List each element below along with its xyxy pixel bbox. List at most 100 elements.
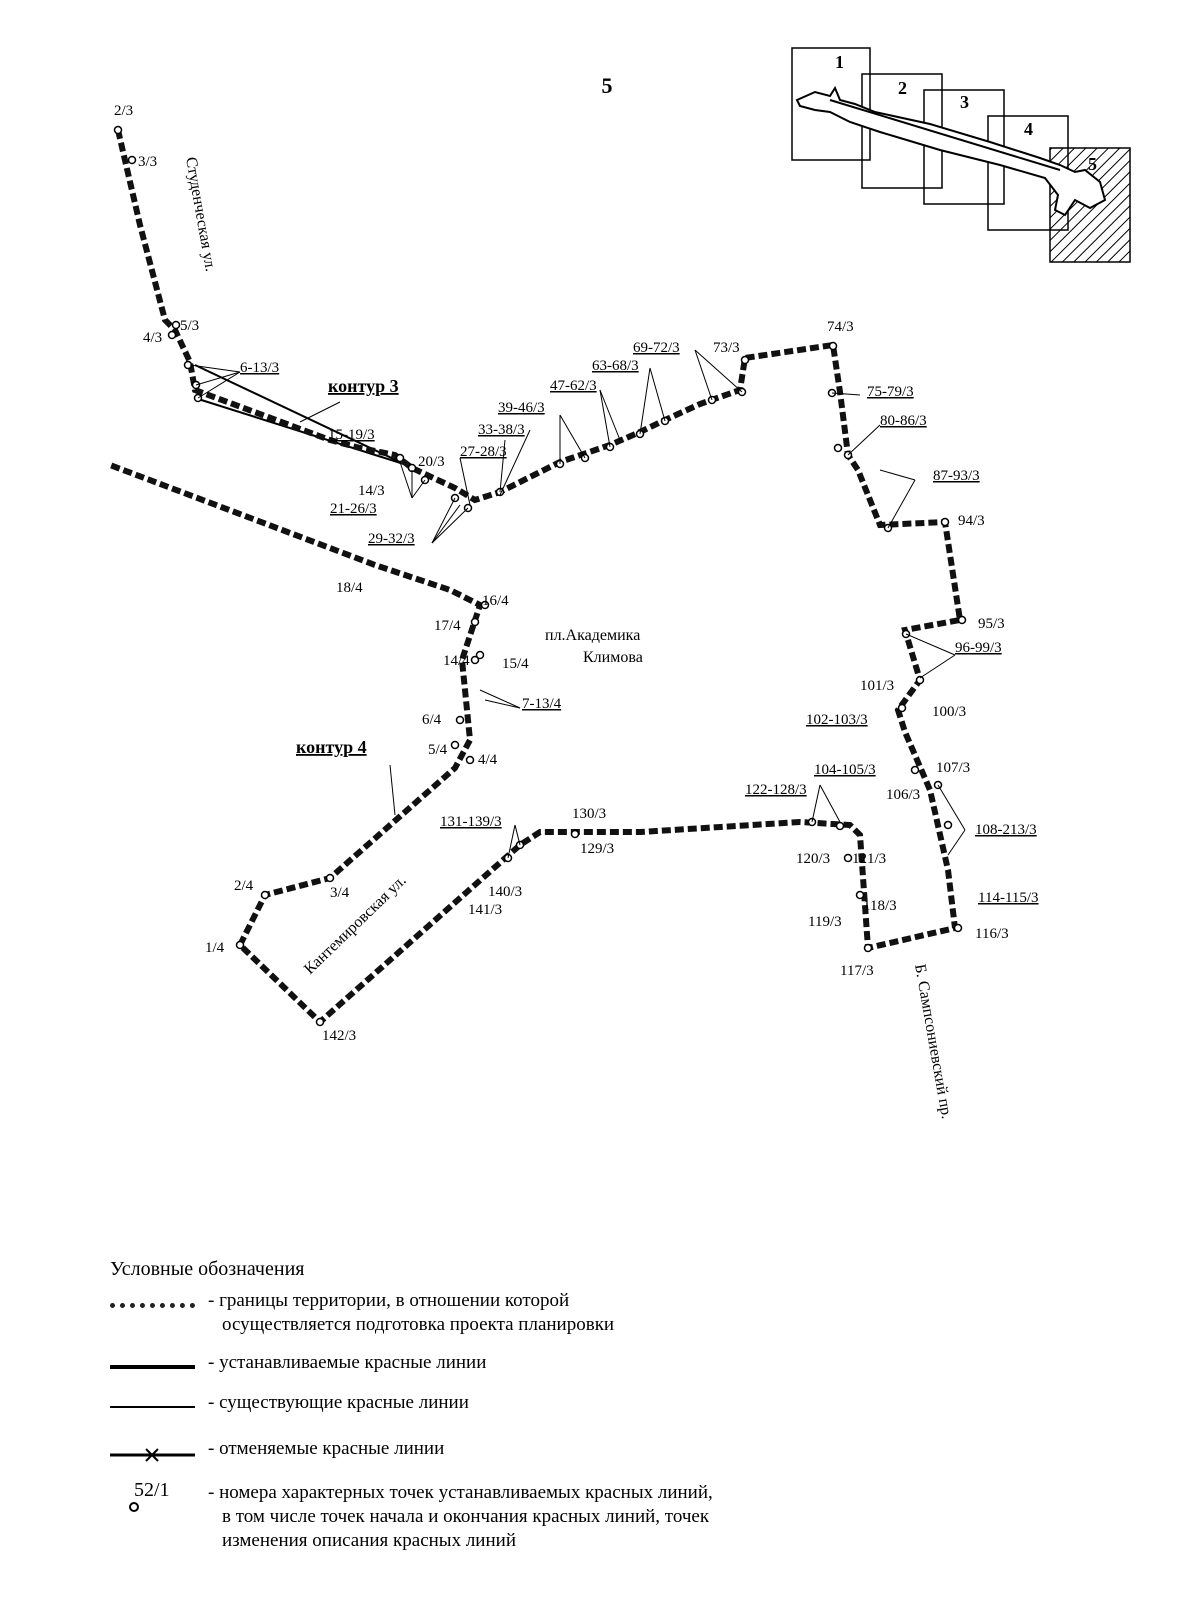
label-39-46-3: 39-46/3: [498, 400, 545, 416]
label-17-4: 17/4: [434, 618, 461, 634]
label-87-93-3: 87-93/3: [933, 468, 980, 484]
label-114-115-3: 114-115/3: [978, 890, 1039, 906]
label-102-103-3: 102-103/3: [806, 712, 868, 728]
label-75-79-3: 75-79/3: [867, 384, 914, 400]
label-74-3: 74/3: [827, 319, 854, 335]
label-6-4: 6/4: [422, 712, 442, 728]
label-5-4: 5/4: [428, 742, 448, 758]
index-sheet-1: 1: [835, 52, 844, 72]
label-129-3: 129/3: [580, 841, 614, 857]
point-number-symbol: 52/1: [129, 1479, 219, 1512]
label-96-99-3: 96-99/3: [955, 640, 1002, 656]
index-sheet-2: 2: [898, 78, 907, 98]
legend-text: - отменяемые красные линии: [208, 1438, 445, 1459]
street-kantemirovskaya: Кантемировская ул.: [301, 872, 410, 978]
label-104-105-3: 104-105/3: [814, 762, 876, 778]
planning-map: 5 1 2 3 4 5: [108, 47, 1131, 1121]
label-14-4: 14/4: [443, 653, 470, 669]
label-18-4: 18/4: [336, 580, 363, 596]
label-122-128-3: 122-128/3: [745, 782, 807, 798]
label-33-38-3: 33-38/3: [478, 422, 525, 438]
label-108-213-3: 108-213/3: [975, 822, 1037, 838]
contour-4-label: контур 4: [296, 737, 367, 757]
label-27-28-3: 27-28/3: [460, 444, 507, 460]
characteristic-points: [113, 125, 967, 1027]
label-117-3: 117/3: [840, 963, 874, 979]
label-142-3: 142/3: [322, 1028, 356, 1044]
label-47-62-3: 47-62/3: [550, 378, 597, 394]
label-141-3: 141/3: [468, 902, 502, 918]
contour-3-label: контур 3: [328, 376, 399, 396]
label-2-4: 2/4: [234, 878, 254, 894]
legend-item-existing-lines: - существующие красные линии: [110, 1391, 1010, 1437]
label-121-3: 121/3: [852, 851, 886, 867]
street-studencheskaya: Студенческая ул.: [182, 156, 219, 273]
label-80-86-3: 80-86/3: [880, 413, 927, 429]
point-labels: 2/3 3/3 4/3 5/3 6-13/3 15-19/3 14/3 20/3…: [114, 103, 1039, 1044]
label-130-3: 130/3: [572, 806, 606, 822]
label-120-3: 120/3: [796, 851, 830, 867]
cancelled-red-line-symbol: [110, 1447, 195, 1462]
label-100-3: 100/3: [932, 704, 966, 720]
index-sheet-3: 3: [960, 92, 969, 112]
legend-line: в том числе точек начала и окончания кра…: [222, 1506, 710, 1527]
label-4-3: 4/3: [143, 330, 162, 346]
label-94-3: 94/3: [958, 513, 985, 529]
label-3-3: 3/3: [138, 154, 157, 170]
label-21-26-3: 21-26/3: [330, 501, 377, 517]
square-name-line2: Климова: [583, 649, 643, 666]
existing-red-line-symbol: [110, 1406, 195, 1408]
label-15-19-3: 15-19/3: [328, 427, 375, 443]
label-140-3: 140/3: [488, 884, 522, 900]
label-95-3: 95/3: [978, 616, 1005, 632]
index-map: 1 2 3 4 5: [791, 47, 1131, 263]
label-101-3: 101/3: [860, 678, 894, 694]
label-3-4: 3/4: [330, 885, 350, 901]
label-116-3: 116/3: [975, 926, 1009, 942]
boundary-line-symbol: [110, 1303, 195, 1308]
label-69-72-3: 69-72/3: [633, 340, 680, 356]
boundary-contour-3: [108, 129, 964, 1027]
label-29-32-3: 29-32/3: [368, 531, 415, 547]
legend-text: - существующие красные линии: [208, 1392, 469, 1413]
legend-item-new-lines: - устанавливаемые красные линии: [110, 1351, 1010, 1391]
legend-item-points: 52/1 - номера характерных точек устанавл…: [110, 1479, 1010, 1571]
legend-title: Условные обозначения: [110, 1258, 305, 1280]
label-4-4: 4/4: [478, 752, 498, 768]
label-14-3: 14/3: [358, 483, 385, 499]
legend-line: - номера характерных точек устанавливаем…: [208, 1482, 713, 1503]
label-107-3: 107/3: [936, 760, 970, 776]
label-131-139-3: 131-139/3: [440, 814, 502, 830]
square-name-line1: пл.Академика: [545, 627, 640, 644]
leader-lines: [189, 349, 966, 859]
existing-red-lines: [194, 364, 411, 467]
point-circle-icon: [129, 1502, 139, 1512]
street-sampsonievsky: Б. Сампсониевский пр.: [911, 963, 955, 1121]
label-119-3: 119/3: [808, 914, 842, 930]
legend-item-boundary: - границы территории, в отношении которо…: [110, 1289, 1010, 1351]
label-63-68-3: 63-68/3: [592, 358, 639, 374]
label-5-3: 5/3: [180, 318, 199, 334]
label-106-3: 106/3: [886, 787, 920, 803]
new-red-line-symbol: [110, 1365, 195, 1369]
label-118-3: 118/3: [863, 898, 897, 914]
label-20-3: 20/3: [418, 454, 445, 470]
point-number-example: 52/1: [134, 1479, 170, 1501]
label-16-4: 16/4: [482, 593, 509, 609]
legend-line: изменения описания красных линий: [222, 1530, 516, 1551]
label-6-13-3: 6-13/3: [240, 360, 279, 376]
legend: Условные обозначения - границы территори…: [110, 1258, 1010, 1571]
index-sheet-5: 5: [1088, 154, 1097, 174]
sheet-number: 5: [602, 73, 613, 98]
legend-item-cancelled-lines: - отменяемые красные линии: [110, 1437, 1010, 1481]
legend-text: - устанавливаемые красные линии: [208, 1352, 487, 1373]
label-7-13-4: 7-13/4: [522, 696, 562, 712]
label-73-3: 73/3: [713, 340, 740, 356]
label-15-4: 15/4: [502, 656, 529, 672]
legend-text: - номера характерных точек устанавливаем…: [208, 1481, 713, 1553]
legend-line: - границы территории, в отношении которо…: [208, 1290, 570, 1311]
label-2-3: 2/3: [114, 103, 133, 119]
index-sheet-4: 4: [1024, 119, 1033, 139]
legend-text: - границы территории, в отношении которо…: [208, 1289, 614, 1337]
legend-line: осуществляется подготовка проекта планир…: [222, 1314, 615, 1335]
